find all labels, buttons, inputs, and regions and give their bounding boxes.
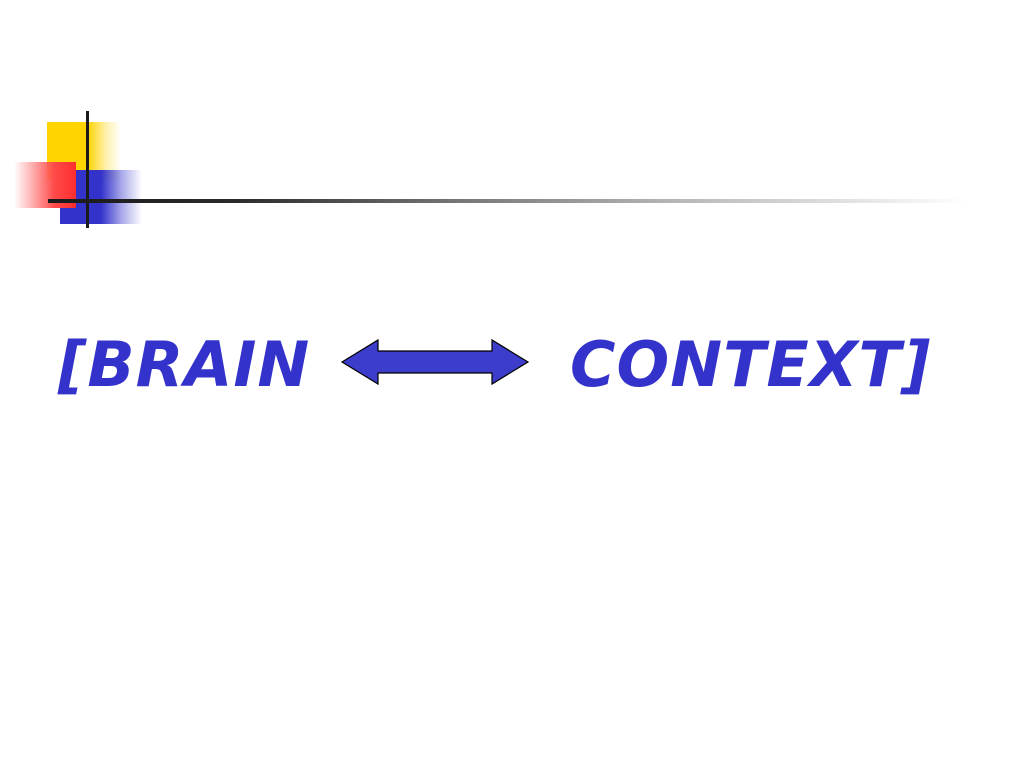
decor-vertical-line bbox=[86, 111, 89, 228]
context-text: CONTEXT] bbox=[570, 328, 932, 401]
brain-text: [BRAIN bbox=[58, 328, 311, 401]
decor-horizontal-line bbox=[48, 199, 968, 203]
double-headed-arrow-icon bbox=[340, 338, 530, 386]
